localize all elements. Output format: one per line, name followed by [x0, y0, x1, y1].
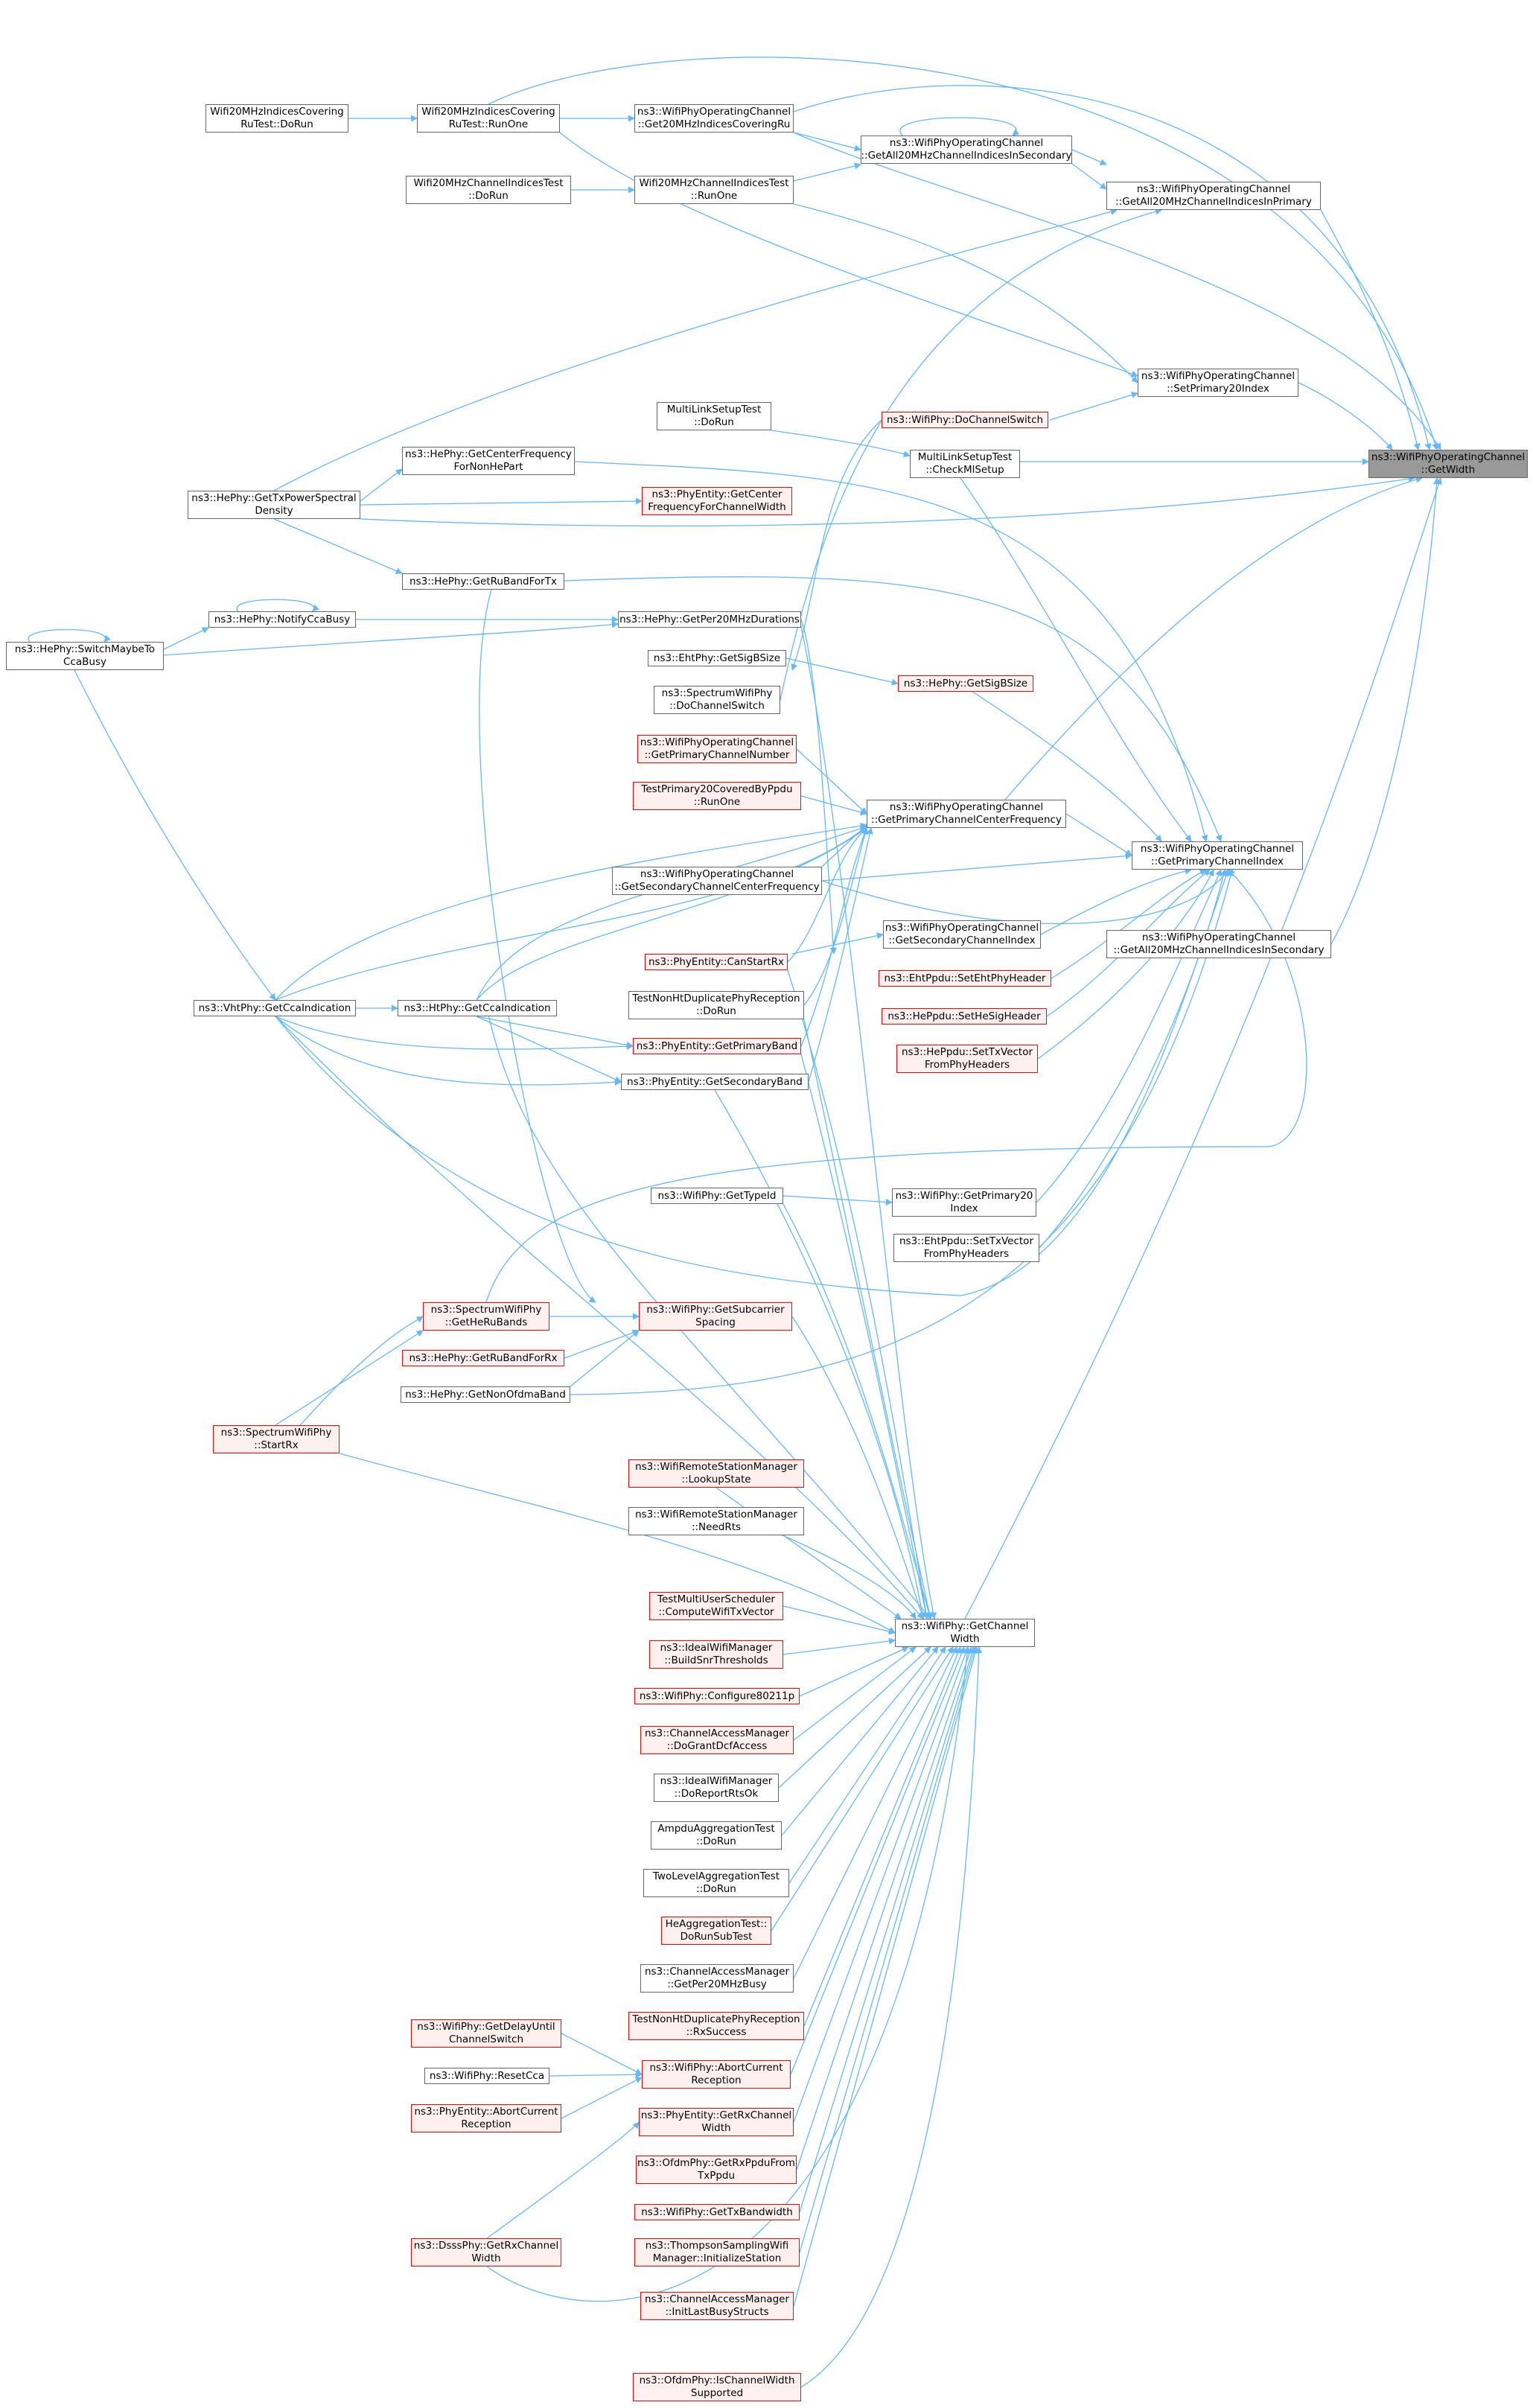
node-channelaccessmanager-getper20mhzbusy[interactable]: ns3::ChannelAccessManager ::GetPer20MHzB… — [640, 1964, 794, 1993]
node-wifiphy-getprimary20index[interactable]: ns3::WifiPhy::GetPrimary20 Index — [892, 1188, 1036, 1217]
node-spectrumwifiphy-getherubands[interactable]: ns3::SpectrumWifiPhy ::GetHeRuBands — [423, 1302, 549, 1331]
node-thompsonsampling-initializestation[interactable]: ns3::ThompsonSamplingWifi Manager::Initi… — [634, 2238, 800, 2267]
node-testnonhtduplicate-dorun[interactable]: TestNonHtDuplicatePhyReception ::DoRun — [628, 991, 804, 1019]
node-wifi20mhz-covering-runone[interactable]: Wifi20MHzIndicesCovering RuTest::RunOne — [417, 104, 560, 133]
node-hephy-switchmaybetoccabusy[interactable]: ns3::HePhy::SwitchMaybeTo CcaBusy — [6, 642, 164, 670]
node-multilink-checkmlsetup[interactable]: MultiLinkSetupTest ::CheckMlSetup — [910, 450, 1020, 478]
node-channelaccessmanager-dogrant[interactable]: ns3::ChannelAccessManager ::DoGrantDcfAc… — [640, 1726, 794, 1754]
node-wifiphy-resetcca[interactable]: ns3::WifiPhy::ResetCca — [424, 2068, 549, 2084]
node-wifiphy-getsubcarrierspacing[interactable]: ns3::WifiPhy::GetSubcarrier Spacing — [639, 1302, 792, 1331]
node-hephy-gettxpowerspectraldensity[interactable]: ns3::HePhy::GetTxPowerSpectral Density — [188, 491, 360, 519]
node-phyentity-canstartrx[interactable]: ns3::PhyEntity::CanStartRx — [645, 954, 788, 970]
node-phyentity-getsecondaryband[interactable]: ns3::PhyEntity::GetSecondaryBand — [621, 1074, 809, 1090]
node-getsecondarychannelcenterfrequency[interactable]: ns3::WifiPhyOperatingChannel ::GetSecond… — [612, 867, 822, 895]
node-testnonhtduplicate-rxsuccess[interactable]: TestNonHtDuplicatePhyReception ::RxSucce… — [628, 2012, 804, 2040]
node-htphy-getccaindication[interactable]: ns3::HtPhy::GetCcaIndication — [398, 1000, 557, 1016]
node-hephy-getrubandforrx[interactable]: ns3::HePhy::GetRuBandForRx — [402, 1350, 564, 1366]
node-vhtphy-getccaindication[interactable]: ns3::VhtPhy::GetCcaIndication — [194, 1000, 356, 1016]
node-ofdmphy-getrxppdufromtxppdu[interactable]: ns3::OfdmPhy::GetRxPpduFrom TxPpdu — [636, 2156, 797, 2184]
node-phyentity-abortcurrentreception[interactable]: ns3::PhyEntity::AbortCurrent Reception — [411, 2104, 561, 2133]
node-getwidth[interactable]: ns3::WifiPhyOperatingChannel ::GetWidth — [1368, 450, 1528, 478]
node-idealwifimanager-buildsnr[interactable]: ns3::IdealWifiManager ::BuildSnrThreshol… — [649, 1640, 783, 1669]
node-getprimarychannelcenterfrequency[interactable]: ns3::WifiPhyOperatingChannel ::GetPrimar… — [867, 800, 1066, 828]
node-getall20mhz-secondary-bottom[interactable]: ns3::WifiPhyOperatingChannel ::GetAll20M… — [1106, 930, 1331, 958]
node-wifiphy-configure80211p[interactable]: ns3::WifiPhy::Configure80211p — [634, 1688, 800, 1704]
node-multilink-dorun[interactable]: MultiLinkSetupTest ::DoRun — [657, 402, 771, 430]
node-wifiphy-dochannelswitch[interactable]: ns3::WifiPhy::DoChannelSwitch — [882, 412, 1048, 428]
node-getall20mhz-secondary-top[interactable]: ns3::WifiPhyOperatingChannel ::GetAll20M… — [861, 136, 1072, 164]
node-wifiphy-getchannelwidth[interactable]: ns3::WifiPhy::GetChannel Width — [895, 1619, 1035, 1647]
node-wifiphy-abortcurrentreception[interactable]: ns3::WifiPhy::AbortCurrent Reception — [642, 2060, 791, 2089]
node-hephy-getsigbsize[interactable]: ns3::HePhy::GetSigBSize — [898, 675, 1033, 692]
node-hephy-notifyccabusy[interactable]: ns3::HePhy::NotifyCcaBusy — [208, 611, 356, 628]
node-dsssphy-getrxchannelwidth[interactable]: ns3::DsssPhy::GetRxChannel Width — [411, 2238, 561, 2267]
node-hephy-getper20mhzdurations[interactable]: ns3::HePhy::GetPer20MHzDurations — [618, 611, 801, 628]
node-remotestationmanager-lookupstate[interactable]: ns3::WifiRemoteStationManager ::LookupSt… — [628, 1459, 804, 1488]
node-phyentity-getprimaryband[interactable]: ns3::PhyEntity::GetPrimaryBand — [633, 1038, 801, 1054]
node-wifi20mhz-covering-dorun[interactable]: Wifi20MHzIndicesCovering RuTest::DoRun — [205, 104, 348, 133]
node-wifiphy-gettxbandwidth[interactable]: ns3::WifiPhy::GetTxBandwidth — [634, 2204, 800, 2220]
node-channelaccessmanager-initlastbusy[interactable]: ns3::ChannelAccessManager ::InitLastBusy… — [640, 2292, 794, 2320]
node-wifi20mhz-channel-dorun[interactable]: Wifi20MHzChannelIndicesTest ::DoRun — [406, 176, 571, 204]
node-ofdmphy-ischannelwidthsupported[interactable]: ns3::OfdmPhy::IsChannelWidth Supported — [633, 2373, 801, 2401]
node-wifiphy-gettypeid[interactable]: ns3::WifiPhy::GetTypeId — [651, 1188, 783, 1204]
node-ehtphy-getsigbsize[interactable]: ns3::EhtPhy::GetSigBSize — [648, 650, 786, 666]
node-getsecondarychannelindex[interactable]: ns3::WifiPhyOperatingChannel ::GetSecond… — [883, 920, 1041, 949]
node-testprimary20-runone[interactable]: TestPrimary20CoveredByPpdu ::RunOne — [633, 782, 801, 810]
node-ampduaggregationtest-dorun[interactable]: AmpduAggregationTest ::DoRun — [651, 1821, 782, 1850]
node-spectrumwifiphy-dochannelswitch[interactable]: ns3::SpectrumWifiPhy ::DoChannelSwitch — [654, 686, 780, 714]
node-wifi20mhz-channel-runone[interactable]: Wifi20MHzChannelIndicesTest ::RunOne — [634, 176, 794, 204]
node-hephy-getnonofdmaband[interactable]: ns3::HePhy::GetNonOfdmaBand — [401, 1386, 570, 1403]
node-ehtppdu-settxvector[interactable]: ns3::EhtPpdu::SetTxVector FromPhyHeaders — [893, 1234, 1039, 1262]
node-getall20mhz-primary[interactable]: ns3::WifiPhyOperatingChannel ::GetAll20M… — [1106, 182, 1321, 210]
node-get20mhz-indices-covering-ru[interactable]: ns3::WifiPhyOperatingChannel ::Get20MHzI… — [634, 104, 794, 133]
node-spectrumwifiphy-startrx[interactable]: ns3::SpectrumWifiPhy ::StartRx — [213, 1425, 340, 1453]
node-wifiphy-getdelayuntilchannelswitch[interactable]: ns3::WifiPhy::GetDelayUntil ChannelSwitc… — [411, 2019, 561, 2048]
node-testmultiuserscheduler-compute[interactable]: TestMultiUserScheduler ::ComputeWifiTxVe… — [649, 1592, 783, 1620]
node-getprimarychannelnumber[interactable]: ns3::WifiPhyOperatingChannel ::GetPrimar… — [637, 735, 797, 763]
node-remotestationmanager-needrts[interactable]: ns3::WifiRemoteStationManager ::NeedRts — [628, 1507, 804, 1535]
node-idealwifimanager-doreportrtsok[interactable]: ns3::IdealWifiManager ::DoReportRtsOk — [654, 1774, 779, 1802]
node-phyentity-getcenterfrequency[interactable]: ns3::PhyEntity::GetCenter FrequencyForCh… — [642, 487, 792, 515]
node-heaggregationtest-dorunsubtest[interactable]: HeAggregationTest:: DoRunSubTest — [661, 1917, 771, 1945]
node-heppdu-settxvector[interactable]: ns3::HePpdu::SetTxVector FromPhyHeaders — [896, 1045, 1038, 1073]
node-heppdu-sethesigheader[interactable]: ns3::HePpdu::SetHeSigHeader — [882, 1008, 1047, 1025]
node-hephy-getcenterfrequency[interactable]: ns3::HePhy::GetCenterFrequency ForNonHeP… — [402, 447, 575, 475]
node-twolevelaggregationtest-dorun[interactable]: TwoLevelAggregationTest ::DoRun — [643, 1869, 789, 1897]
node-set-primary20-index[interactable]: ns3::WifiPhyOperatingChannel ::SetPrimar… — [1138, 369, 1298, 397]
node-getprimarychannelindex[interactable]: ns3::WifiPhyOperatingChannel ::GetPrimar… — [1132, 841, 1303, 870]
node-hephy-getrubandfortx[interactable]: ns3::HePhy::GetRuBandForTx — [402, 573, 564, 590]
node-ehtppdu-setehtphyheader[interactable]: ns3::EhtPpdu::SetEhtPhyHeader — [879, 970, 1051, 987]
node-phyentity-getrxchannelwidth[interactable]: ns3::PhyEntity::GetRxChannel Width — [639, 2108, 794, 2136]
